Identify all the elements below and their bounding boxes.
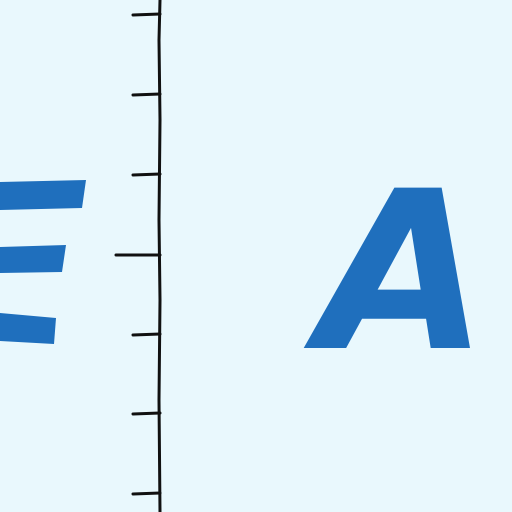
tick-3: [131, 172, 162, 177]
tick-2: [131, 92, 162, 97]
e-middle-bar: [0, 245, 66, 273]
e-bottom-bar: [0, 313, 56, 344]
tick-6: [131, 491, 162, 496]
tick-1: [131, 12, 162, 17]
e-top-bar: [0, 180, 86, 210]
letter-a: A: [303, 144, 488, 400]
axis-line: [157, 0, 162, 512]
tick-marks: [114, 12, 162, 496]
tick-5: [131, 411, 162, 416]
letter-e-shape: [0, 180, 86, 344]
tick-4: [131, 332, 162, 337]
